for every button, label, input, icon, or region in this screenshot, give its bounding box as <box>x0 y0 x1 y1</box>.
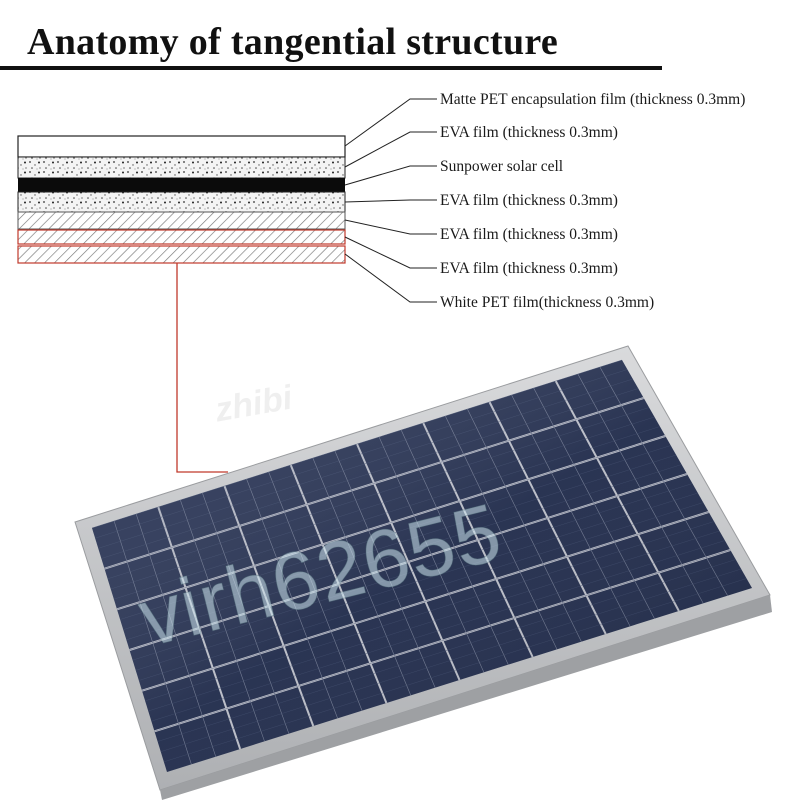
layer-eva-hatched <box>17 211 346 230</box>
layer-eva-hatched-red <box>17 229 346 245</box>
label-eva-1: EVA film (thickness 0.3mm) <box>440 124 618 141</box>
layer-labels: Matte PET encapsulation film (thickness … <box>440 91 745 311</box>
leader-line-4 <box>344 199 437 203</box>
label-eva-3: EVA film (thickness 0.3mm) <box>440 226 618 243</box>
label-matte-pet: Matte PET encapsulation film (thickness … <box>440 91 745 108</box>
page-title: Anatomy of tangential structure <box>27 21 559 63</box>
layer-solar-cell <box>18 178 345 192</box>
layer-matte-pet <box>17 135 346 158</box>
panel-glass-reflection <box>92 360 752 772</box>
label-solar-cell: Sunpower solar cell <box>440 158 563 175</box>
layer-eva-speckled-bottom <box>17 191 346 213</box>
title-underline <box>0 66 662 70</box>
layer-stack <box>17 135 346 264</box>
red-callout-line <box>176 263 228 473</box>
label-eva-2: EVA film (thickness 0.3mm) <box>440 192 618 209</box>
leader-lines <box>344 98 437 303</box>
layer-white-pet <box>17 245 346 264</box>
leader-line-3 <box>344 165 437 186</box>
label-white-pet: White PET film(thickness 0.3mm) <box>440 294 654 311</box>
layer-eva-speckled-top <box>17 156 346 179</box>
leader-line-7 <box>344 253 437 303</box>
label-eva-4: EVA film (thickness 0.3mm) <box>440 260 618 277</box>
leader-line-6 <box>344 236 437 269</box>
leader-line-2 <box>344 131 437 168</box>
panel-frame-edge <box>160 595 772 800</box>
leader-line-5 <box>344 219 437 235</box>
solar-panel-photo <box>74 345 772 800</box>
leader-line-1 <box>344 98 437 147</box>
